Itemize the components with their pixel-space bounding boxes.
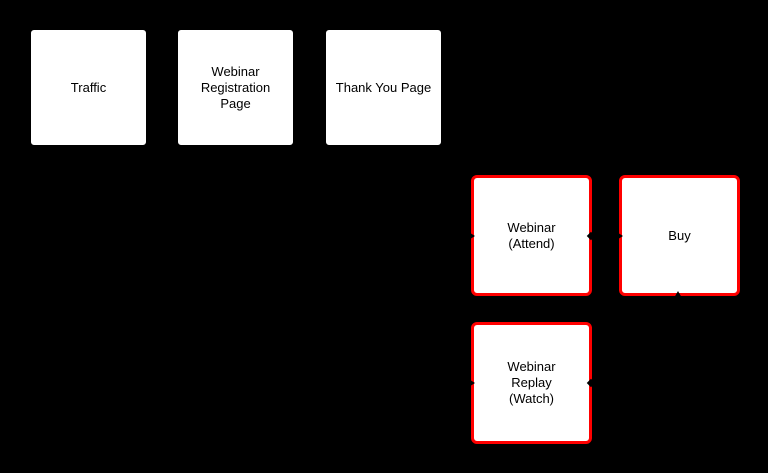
arrowhead-into-buy-bottom-icon [674, 291, 682, 298]
node-thank-you-page[interactable]: Thank You Page [325, 29, 442, 146]
node-traffic-label: Traffic [70, 79, 107, 95]
node-webinar-attend-label: Webinar (Attend) [507, 219, 556, 251]
node-webinar-registration-page-label: Webinar Registration Page [200, 63, 271, 111]
node-webinar-replay-watch[interactable]: Webinar Replay (Watch) [471, 322, 592, 444]
node-webinar-registration-page[interactable]: Webinar Registration Page [177, 29, 294, 146]
node-webinar-attend[interactable]: Webinar (Attend) [471, 175, 592, 296]
arrowhead-into-buy-left-icon [615, 231, 623, 241]
arrowhead-into-webinar-attend-icon [467, 231, 475, 241]
node-webinar-replay-watch-label: Webinar Replay (Watch) [507, 359, 556, 406]
node-traffic[interactable]: Traffic [30, 29, 147, 146]
node-buy[interactable]: Buy [619, 175, 740, 296]
node-buy-label: Buy [668, 227, 691, 243]
arrowhead-into-webinar-replay-icon [467, 378, 475, 388]
node-thank-you-page-label: Thank You Page [335, 79, 432, 95]
